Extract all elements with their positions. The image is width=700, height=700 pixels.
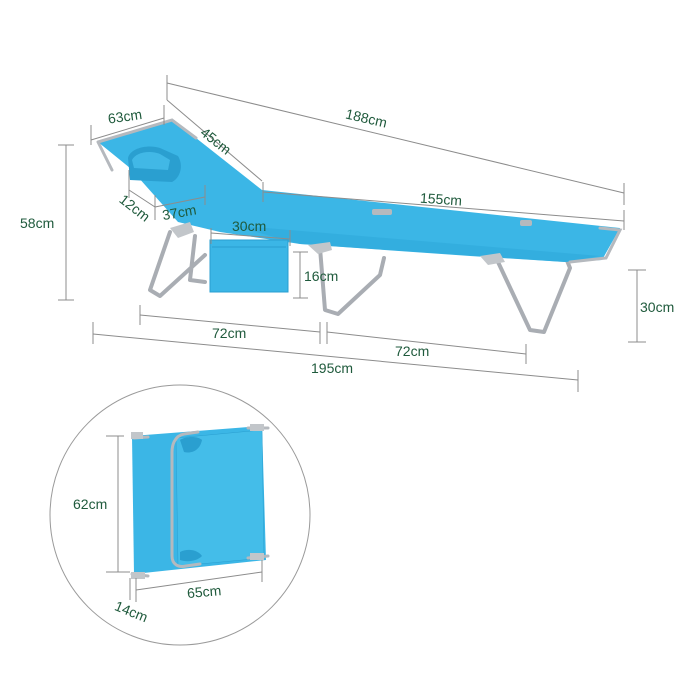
fabric-cutout-top (180, 437, 202, 453)
label-pillow-height: 12cm (116, 191, 153, 225)
hinge (480, 253, 505, 265)
folded-frame-loop (170, 430, 202, 568)
middle-leg-frame (318, 246, 386, 316)
folded-hinge (250, 553, 264, 560)
foot-leg-frame (496, 256, 572, 334)
label-seat-length: 155cm (420, 190, 463, 209)
dimension-lines (58, 75, 646, 392)
fabric-cutout-bottom (180, 549, 202, 562)
head-leg-frame (148, 230, 207, 298)
label-pillow-width: 37cm (161, 201, 197, 223)
dim-line-folded-width (135, 571, 263, 591)
hinge (308, 242, 332, 254)
head-frame (96, 118, 198, 172)
unfolded-lounger (96, 118, 623, 334)
label-backrest-height: 58cm (20, 215, 54, 231)
label-leg-span-left: 72cm (212, 325, 246, 341)
hinge (372, 209, 392, 215)
pillow-highlight (132, 152, 170, 170)
folded-hinge (250, 424, 264, 431)
side-pocket (209, 239, 289, 293)
label-folded-height: 62cm (73, 496, 107, 512)
label-seat-height: 30cm (640, 299, 674, 315)
folded-hinge (131, 572, 145, 579)
lounger-fabric (98, 120, 620, 262)
label-pocket-height: 16cm (304, 268, 338, 284)
folded-view-inset: 62cm 65cm 14cm (49, 384, 311, 646)
label-folded-width: 65cm (186, 582, 221, 601)
foot-frame (568, 226, 623, 264)
fabric-shading (230, 225, 600, 262)
label-pocket-width: 30cm (232, 218, 266, 234)
folded-hinge (131, 432, 143, 439)
label-leg-span-right: 72cm (395, 343, 429, 359)
hinge (520, 220, 532, 226)
label-total-length-bottom: 195cm (311, 360, 353, 376)
hinge (170, 222, 194, 238)
label-head-width: 63cm (107, 106, 143, 127)
